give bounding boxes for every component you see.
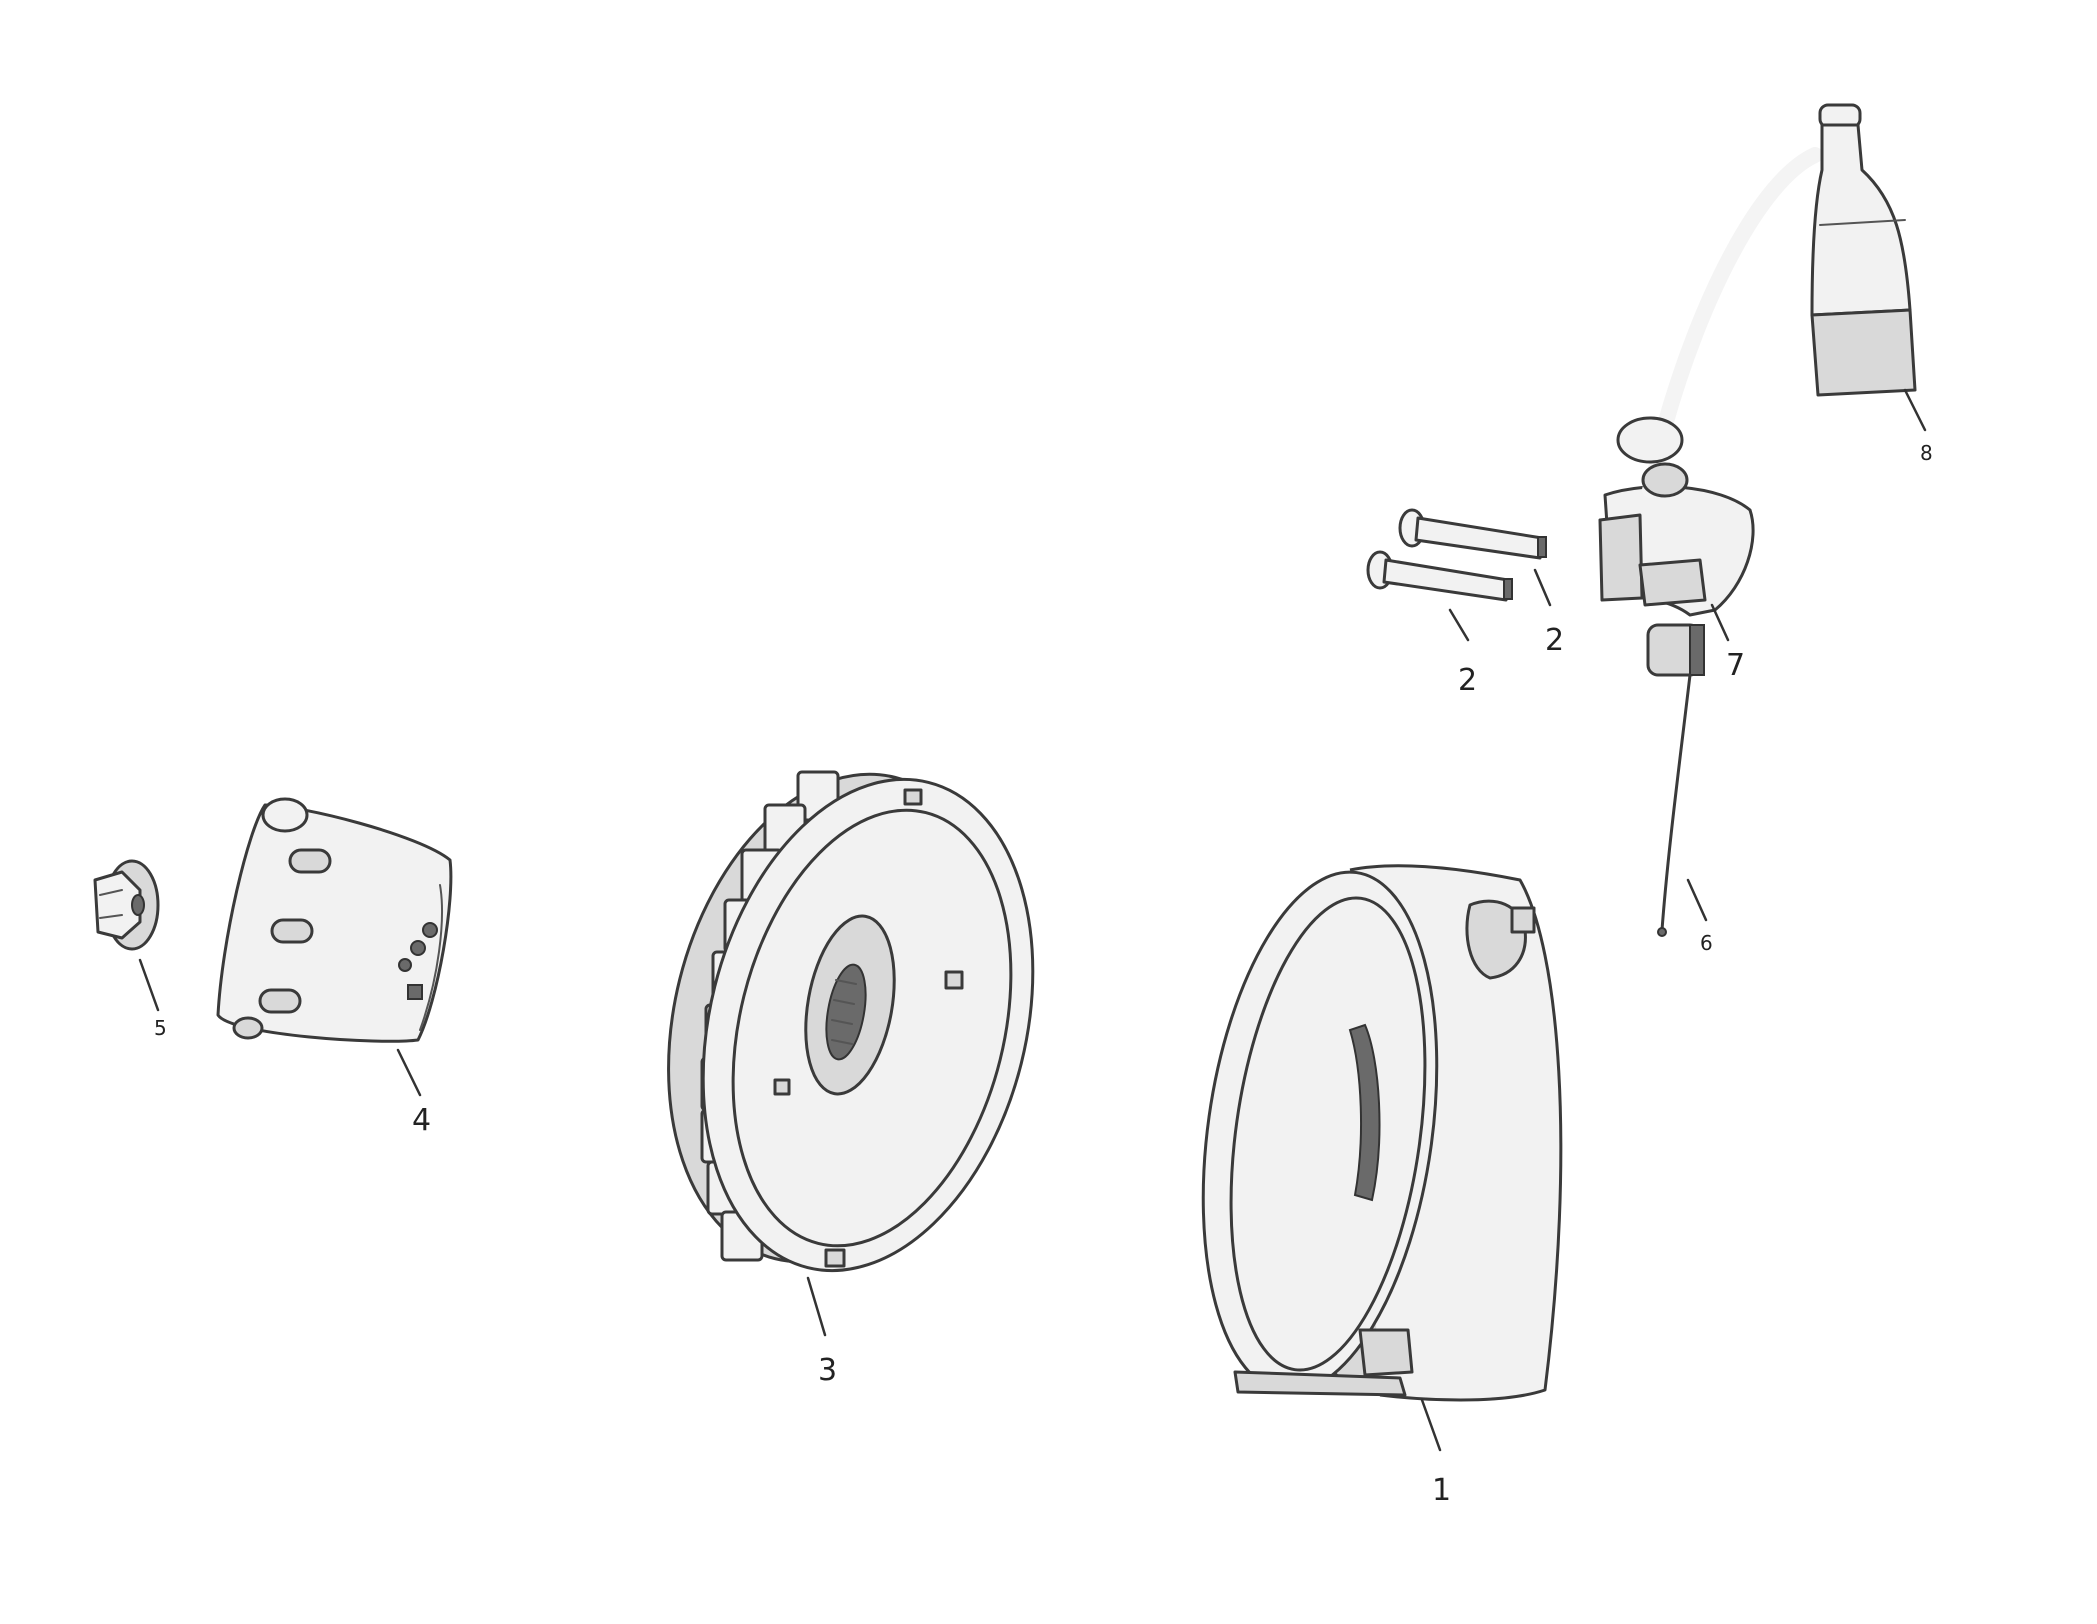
rotor-flywheel	[667, 770, 1035, 1273]
spark-plug-lead	[1616, 147, 1823, 498]
callout-part-7: 7	[1726, 648, 1745, 683]
callout-part-2-lower: 2	[1458, 663, 1477, 698]
leader-part-1	[1420, 1398, 1442, 1452]
stator-ring	[1201, 864, 1563, 1402]
ignition-coil	[1598, 485, 1755, 677]
leader-part-6	[1686, 878, 1708, 922]
callout-part-5: 5	[154, 1016, 167, 1040]
leader-part-2-lower	[1448, 608, 1470, 642]
leader-part-2-upper	[1533, 568, 1552, 607]
leader-part-7	[1710, 603, 1730, 642]
screw-upper	[1398, 508, 1547, 560]
screw-lower	[1366, 550, 1513, 602]
leader-part-3	[806, 1276, 827, 1337]
spark-plug-boot	[1810, 103, 1917, 397]
ground-wire	[1657, 673, 1692, 937]
flange-nut	[93, 859, 160, 951]
leader-part-8	[1903, 388, 1927, 432]
callout-part-3: 3	[818, 1353, 837, 1388]
leader-part-5	[138, 958, 160, 1012]
callout-part-4: 4	[412, 1103, 431, 1138]
callout-part-2-upper: 2	[1545, 623, 1564, 658]
callout-part-8: 8	[1920, 441, 1933, 465]
leader-part-4	[396, 1048, 422, 1097]
callout-part-6: 6	[1700, 931, 1713, 955]
callout-part-1: 1	[1432, 1473, 1451, 1508]
hub-cup	[216, 797, 453, 1043]
